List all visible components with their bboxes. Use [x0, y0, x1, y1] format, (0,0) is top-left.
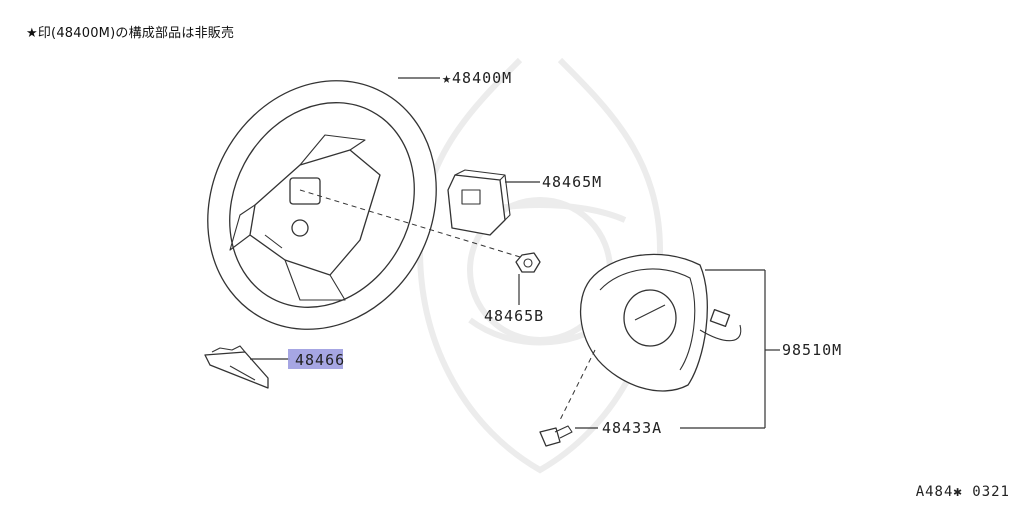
label-48466[interactable]: 48466	[295, 351, 345, 369]
airbag-drawing	[579, 253, 742, 392]
highlight-48466	[288, 349, 343, 369]
finisher-drawing	[204, 345, 269, 389]
switch-drawing	[447, 169, 511, 236]
label-48400M[interactable]: ★48400M	[442, 69, 512, 87]
nut-drawing	[515, 252, 541, 273]
label-48465B[interactable]: 48465B	[484, 307, 544, 325]
label-48433A[interactable]: 48433A	[602, 419, 662, 437]
label-98510M[interactable]: 98510M	[782, 341, 842, 359]
non-sale-note: ★印(48400M)の構成部品は非販売	[26, 26, 235, 41]
bolt-drawing	[539, 425, 573, 447]
label-48465M[interactable]: 48465M	[542, 173, 602, 191]
diagram-code: A484✱ 0321	[915, 484, 1010, 500]
steering-wheel-drawing	[207, 80, 437, 330]
